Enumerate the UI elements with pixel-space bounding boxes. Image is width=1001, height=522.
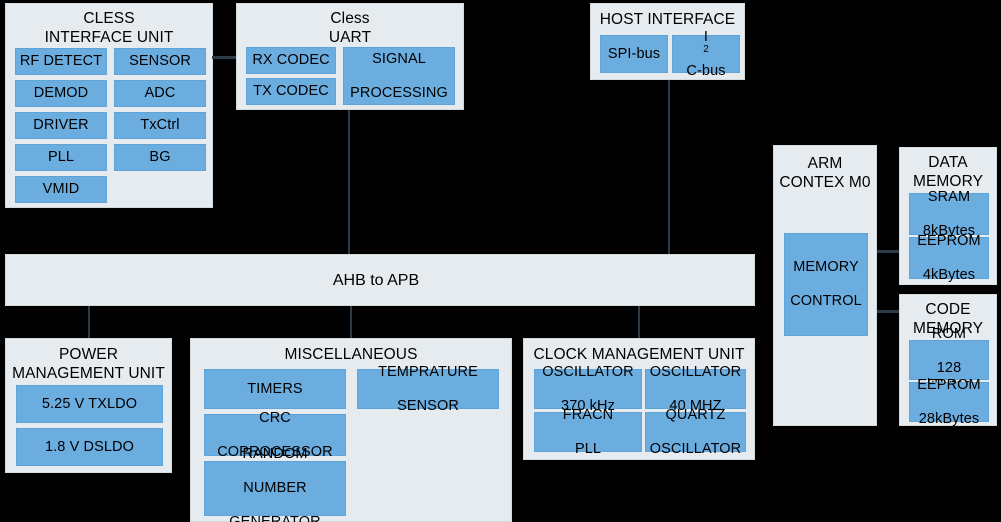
block-temprature-sensor-label: TEMPRATURE SENSOR bbox=[378, 363, 478, 414]
block-signal-processing-label: SIGNAL PROCESSING bbox=[350, 50, 448, 101]
cless-interface-unit-title-line1: CLESS bbox=[83, 10, 135, 27]
block-data-eeprom[interactable]: EEPROM 4kBytes bbox=[909, 233, 989, 283]
block-fracn-pll-label: FRACN PLL bbox=[562, 406, 614, 457]
block-code-eeprom-label: EEPROM 28kBytes bbox=[917, 376, 981, 427]
clock-management-unit-title: CLOCK MANAGEMENT UNIT bbox=[533, 346, 745, 363]
miscellaneous-title: MISCELLANEOUS bbox=[284, 346, 418, 363]
clock-management-unit-container: CLOCK MANAGEMENT UNIT OSCILLATOR 370 kHz… bbox=[523, 338, 755, 460]
ahb-to-apb-bus[interactable] bbox=[5, 254, 755, 306]
connector-ahb-to-clock bbox=[638, 306, 640, 339]
cless-interface-unit-title-line2: INTERFACE UNIT bbox=[44, 29, 174, 46]
block-random-number-generator[interactable]: RANDOM NUMBER GENERATOR bbox=[204, 446, 346, 522]
block-rom[interactable]: ROM 128 kBytes bbox=[909, 326, 989, 393]
block-crc-coprocessor-label: CRC COPROCESSOR bbox=[217, 409, 333, 460]
host-interface-title: HOST INTERFACE bbox=[599, 11, 736, 28]
block-random-number-generator-label: RANDOM NUMBER GENERATOR bbox=[229, 446, 321, 522]
block-spi-bus[interactable]: SPI-bus bbox=[600, 35, 668, 73]
miscellaneous-container: MISCELLANEOUS TIMERS TEMPRATURE SENSOR C… bbox=[190, 338, 512, 522]
block-rx-codec-label: RX CODEC bbox=[252, 52, 330, 68]
block-data-eeprom-label: EEPROM 4kBytes bbox=[917, 232, 981, 283]
connector-uart-to-ahb bbox=[348, 110, 350, 254]
block-sram[interactable]: SRAM 8kBytes bbox=[909, 189, 989, 239]
block-bg-label: BG bbox=[149, 149, 171, 165]
block-code-eeprom[interactable]: EEPROM 28kBytes bbox=[909, 377, 989, 427]
block-sram-label: SRAM 8kBytes bbox=[922, 188, 976, 239]
block-crc-coprocessor[interactable]: CRC COPROCESSOR bbox=[204, 410, 346, 460]
block-txctrl-label: TxCtrl bbox=[140, 117, 180, 133]
block-oscillator-370khz-label: OSCILLATOR 370 kHz bbox=[542, 363, 634, 414]
block-tx-codec-label: TX CODEC bbox=[253, 83, 329, 99]
block-bg[interactable]: BG bbox=[114, 144, 206, 171]
block-demod-label: DEMOD bbox=[33, 85, 89, 101]
connector-cless-to-uart bbox=[212, 56, 237, 59]
connector-ahb-to-power bbox=[88, 306, 90, 339]
arm-core-title-line2: CONTEX M0 bbox=[779, 174, 871, 191]
code-memory-title-line2: MEMORY bbox=[912, 320, 984, 337]
code-memory-container: CODE MEMORY ROM 128 kBytes EEPROM 28kByt… bbox=[899, 294, 997, 427]
connector-arm-to-code-memory bbox=[877, 310, 901, 313]
block-sensor-label: SENSOR bbox=[129, 53, 191, 69]
block-memory-control-label: MEMORY CONTROL bbox=[790, 259, 862, 309]
block-timers[interactable]: TIMERS bbox=[204, 369, 346, 409]
block-fracn-pll[interactable]: FRACN PLL bbox=[534, 407, 642, 457]
connector-ahb-to-miscellaneous bbox=[350, 306, 352, 339]
block-tx-codec[interactable]: TX CODEC bbox=[246, 78, 336, 105]
block-temprature-sensor[interactable]: TEMPRATURE SENSOR bbox=[357, 364, 499, 414]
cless-interface-unit-container: CLESS INTERFACE UNIT RF DETECT SENSOR DE… bbox=[5, 3, 213, 208]
block-vmid[interactable]: VMID bbox=[15, 176, 107, 203]
block-adc[interactable]: ADC bbox=[114, 80, 206, 107]
block-spi-bus-label: SPI-bus bbox=[607, 45, 661, 62]
code-memory-title-line1: CODE bbox=[925, 301, 971, 318]
block-rf-detect-label: RF DETECT bbox=[19, 53, 103, 69]
block-timers-label: TIMERS bbox=[247, 380, 303, 397]
block-dsldo-label: 1.8 V DSLDO bbox=[45, 438, 134, 455]
block-txctrl[interactable]: TxCtrl bbox=[114, 112, 206, 139]
ahb-to-apb-bus-label: AHB to APB bbox=[332, 272, 420, 289]
block-signal-processing[interactable]: SIGNAL PROCESSING bbox=[343, 47, 455, 105]
block-demod[interactable]: DEMOD bbox=[15, 80, 107, 107]
arm-core-title-line1: ARM bbox=[807, 155, 843, 172]
connector-host-to-ahb bbox=[668, 80, 670, 254]
cless-uart-title-line1: Cless bbox=[330, 10, 370, 27]
block-rx-codec[interactable]: RX CODEC bbox=[246, 47, 336, 74]
block-quartz-oscillator-label: QUARTZ OSCILLATOR bbox=[649, 406, 742, 457]
power-management-unit-title-line2: MANAGEMENT UNIT bbox=[12, 365, 165, 382]
block-driver-label: DRIVER bbox=[33, 117, 89, 133]
block-dsldo[interactable]: 1.8 V DSLDO bbox=[16, 428, 163, 466]
block-driver[interactable]: DRIVER bbox=[15, 112, 107, 139]
power-management-unit-container: POWER MANAGEMENT UNIT 5.25 V TXLDO 1.8 V… bbox=[5, 338, 172, 473]
block-oscillator-40mhz-label: OSCILLATOR 40 MHZ bbox=[649, 363, 742, 414]
cless-uart-title-line2: UART bbox=[328, 29, 372, 46]
block-adc-label: ADC bbox=[144, 85, 176, 101]
block-vmid-label: VMID bbox=[42, 181, 80, 197]
data-memory-container: DATA MEMORY SRAM 8kBytes EEPROM 4kBytes bbox=[899, 147, 997, 285]
block-txldo-label: 5.25 V TXLDO bbox=[41, 395, 138, 412]
block-oscillator-370khz[interactable]: OSCILLATOR 370 kHz bbox=[534, 364, 642, 414]
cless-uart-container: Cless UART RX CODEC TX CODEC SIGNAL PROC… bbox=[236, 3, 464, 110]
block-pll[interactable]: PLL bbox=[15, 144, 107, 171]
data-memory-title-line2: MEMORY bbox=[912, 173, 984, 190]
block-txldo[interactable]: 5.25 V TXLDO bbox=[16, 385, 163, 423]
block-sensor[interactable]: SENSOR bbox=[114, 48, 206, 75]
block-memory-control[interactable]: MEMORY CONTROL bbox=[784, 233, 868, 336]
arm-core-container: ARM CONTEX M0 MEMORY CONTROL bbox=[773, 145, 877, 426]
block-pll-label: PLL bbox=[47, 149, 75, 165]
connector-arm-to-data-memory bbox=[877, 250, 901, 253]
power-management-unit-title-line1: POWER bbox=[58, 346, 119, 363]
block-quartz-oscillator[interactable]: QUARTZ OSCILLATOR bbox=[645, 407, 746, 457]
block-oscillator-40mhz[interactable]: OSCILLATOR 40 MHZ bbox=[645, 364, 746, 414]
data-memory-title-line1: DATA bbox=[928, 154, 968, 171]
block-rf-detect[interactable]: RF DETECT bbox=[15, 48, 107, 75]
